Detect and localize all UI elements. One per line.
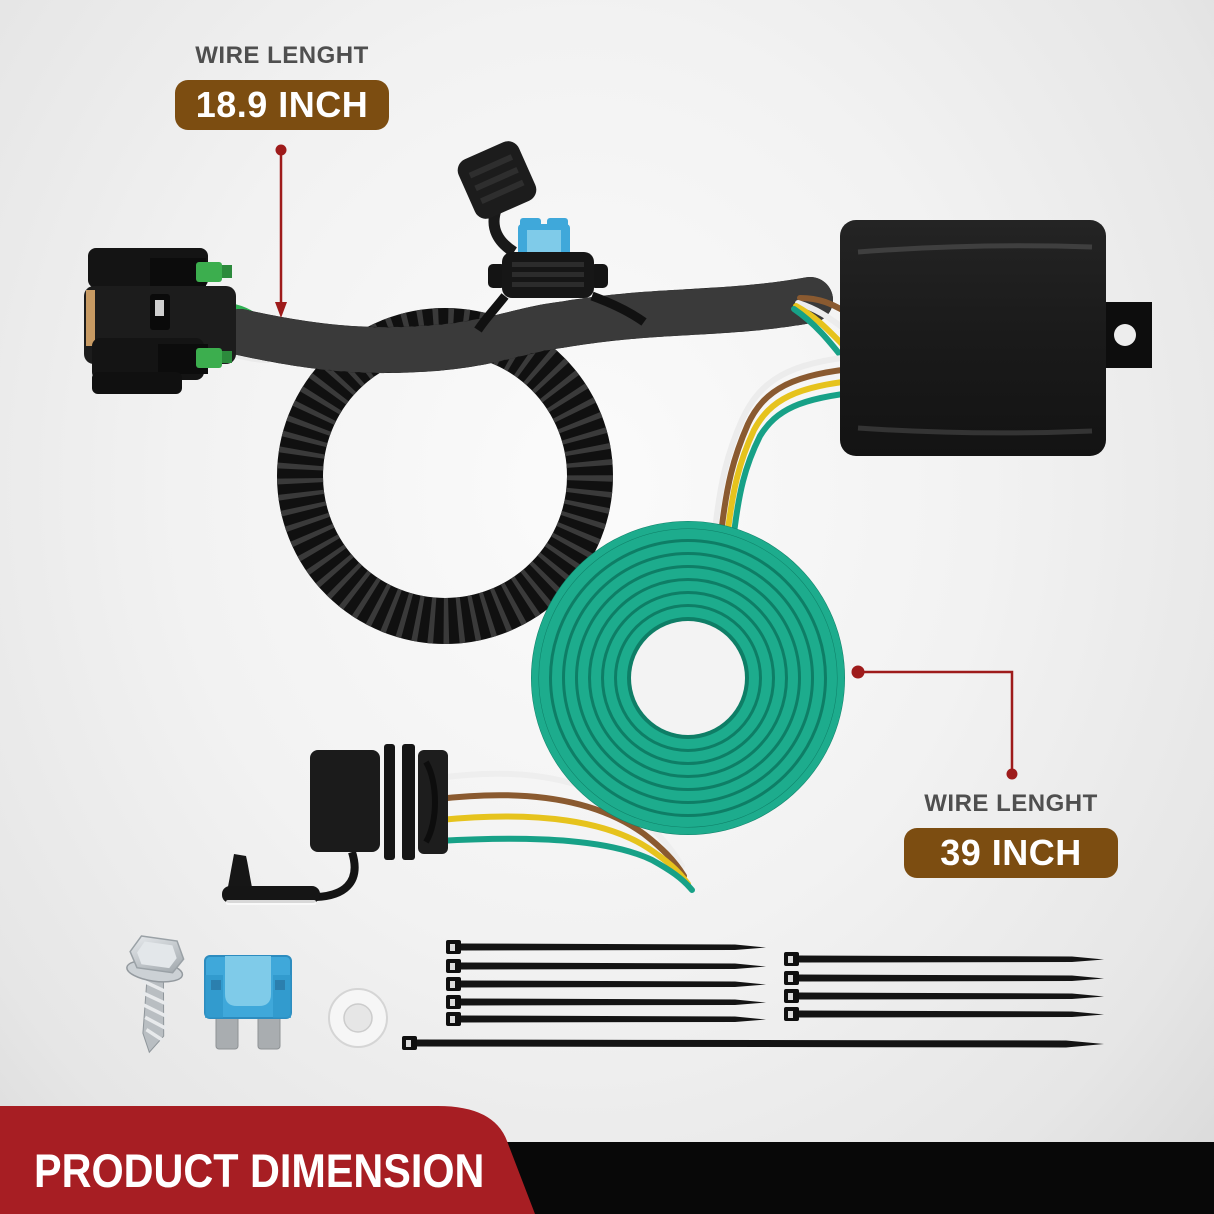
corrugated-loom	[217, 277, 833, 644]
zip-tie	[784, 989, 1104, 1003]
bottom-banner	[0, 1106, 1214, 1214]
zip-tie	[446, 959, 766, 973]
banner-title: PRODUCT DIMENSION	[34, 1143, 485, 1197]
dust-cap	[222, 854, 320, 905]
zip-tie	[446, 940, 766, 954]
dust-cap-tether	[315, 850, 359, 901]
annotation-label: WIRE LENGHT	[924, 790, 1098, 817]
mounting-screw	[126, 935, 185, 1054]
zip-tie-long	[402, 1036, 1104, 1050]
annotation-label: WIRE LENGHT	[195, 42, 369, 69]
leader-line-top	[275, 144, 287, 318]
spare-fuse	[204, 955, 292, 1050]
fuse-holder	[457, 141, 647, 333]
converter-box	[840, 220, 1152, 456]
annotation-wire-length-right: WIRE LENGHT 39 INCH	[904, 790, 1118, 878]
fuse-cap-tether	[488, 208, 518, 257]
zip-tie	[784, 952, 1104, 966]
zip-tie	[784, 971, 1104, 985]
connector-lock-tab	[196, 262, 222, 282]
zip-tie	[446, 1012, 766, 1026]
fuse-cap	[457, 141, 537, 219]
oem-connector	[84, 248, 236, 394]
connector-lock-tab	[196, 348, 222, 368]
annotation-wire-length-top: WIRE LENGHT 18.9 INCH	[175, 42, 389, 130]
box-to-coil-wires	[711, 353, 863, 555]
inline-fuse	[518, 218, 570, 256]
mounting-hole	[1114, 324, 1136, 346]
flat-4pin-connector	[222, 744, 448, 905]
washer	[328, 988, 388, 1048]
green-wire-coil	[531, 521, 845, 835]
wire-length-badge: 39 INCH	[904, 828, 1118, 878]
wire-length-badge: 18.9 INCH	[175, 80, 389, 130]
zip-tie	[446, 977, 766, 991]
zip-ties	[402, 940, 1104, 1050]
zip-tie	[446, 995, 766, 1009]
zip-tie	[784, 1007, 1104, 1021]
leader-line-right	[851, 665, 1018, 780]
